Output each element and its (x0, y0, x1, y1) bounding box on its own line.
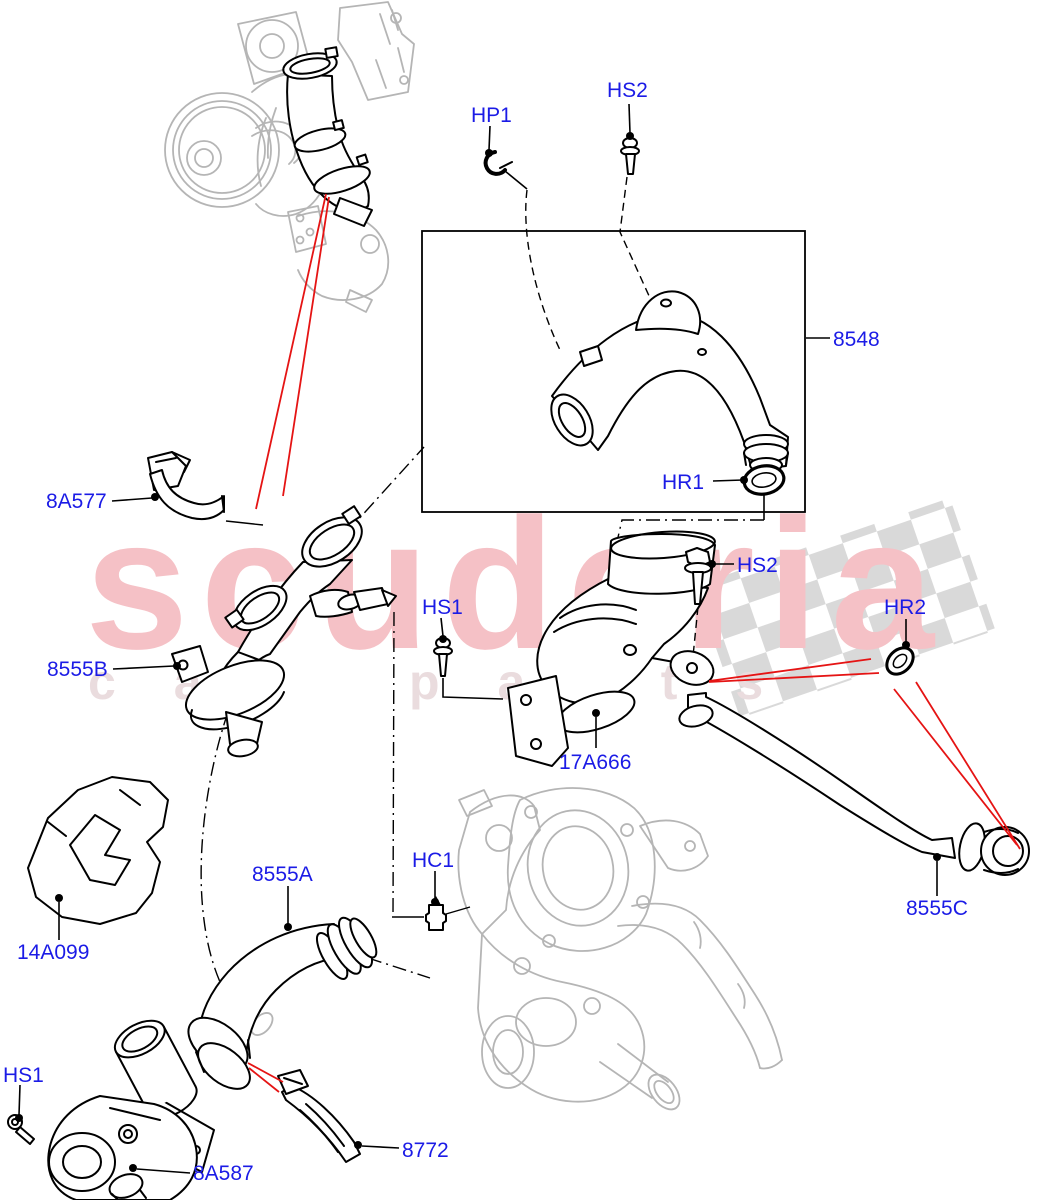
part-8548-drawing (550, 290, 789, 473)
label-hr1[interactable]: HR1 (662, 471, 704, 494)
part-8a577-drawing (147, 451, 225, 521)
part-8555b-drawing (171, 505, 397, 758)
part-8772-drawing (277, 1069, 361, 1163)
part-8555c-drawing (678, 692, 1030, 876)
label-hs1-mid[interactable]: HS1 (422, 596, 463, 619)
part-14a099-drawing (27, 776, 169, 925)
part-box-8548 (421, 230, 806, 513)
red-fitting-lines (247, 193, 1021, 1093)
o-ring-hr2-drawing (885, 646, 915, 676)
label-8a587[interactable]: 8A587 (193, 1162, 254, 1185)
engine-assembly-bottom-reference-drawing (218, 787, 783, 1111)
label-8555a[interactable]: 8555A (252, 863, 313, 886)
installed-hose-8555b-drawing (282, 46, 373, 227)
label-hs1-bottom[interactable]: HS1 (3, 1064, 44, 1087)
label-hs2-mid[interactable]: HS2 (737, 554, 778, 577)
part-8a587-drawing (47, 1019, 215, 1200)
checkered-flag-watermark (694, 497, 996, 719)
label-17a666[interactable]: 17A666 (559, 751, 631, 774)
label-hs2-top[interactable]: HS2 (607, 79, 648, 102)
label-hr2[interactable]: HR2 (884, 596, 926, 619)
label-14a099[interactable]: 14A099 (17, 941, 89, 964)
callout-labels: HP1 HS2 8548 HR1 8A577 8555B HS1 17A666 … (3, 79, 968, 1185)
screw-hs2-top-drawing (620, 137, 640, 175)
part-8555a-drawing (187, 916, 378, 1090)
engine-assembly-top-reference-drawing (164, 1, 415, 313)
label-8555b[interactable]: 8555B (47, 658, 108, 681)
label-hp1[interactable]: HP1 (471, 104, 512, 127)
label-8772[interactable]: 8772 (402, 1139, 449, 1162)
label-hc1[interactable]: HC1 (412, 849, 454, 872)
label-8a577[interactable]: 8A577 (46, 490, 107, 513)
label-8555c[interactable]: 8555C (906, 897, 968, 920)
brand-watermark-text: scuderia (85, 481, 946, 688)
o-ring-hr1-drawing (742, 464, 786, 496)
callout-leaders (15, 103, 941, 1174)
label-8548[interactable]: 8548 (833, 328, 880, 351)
